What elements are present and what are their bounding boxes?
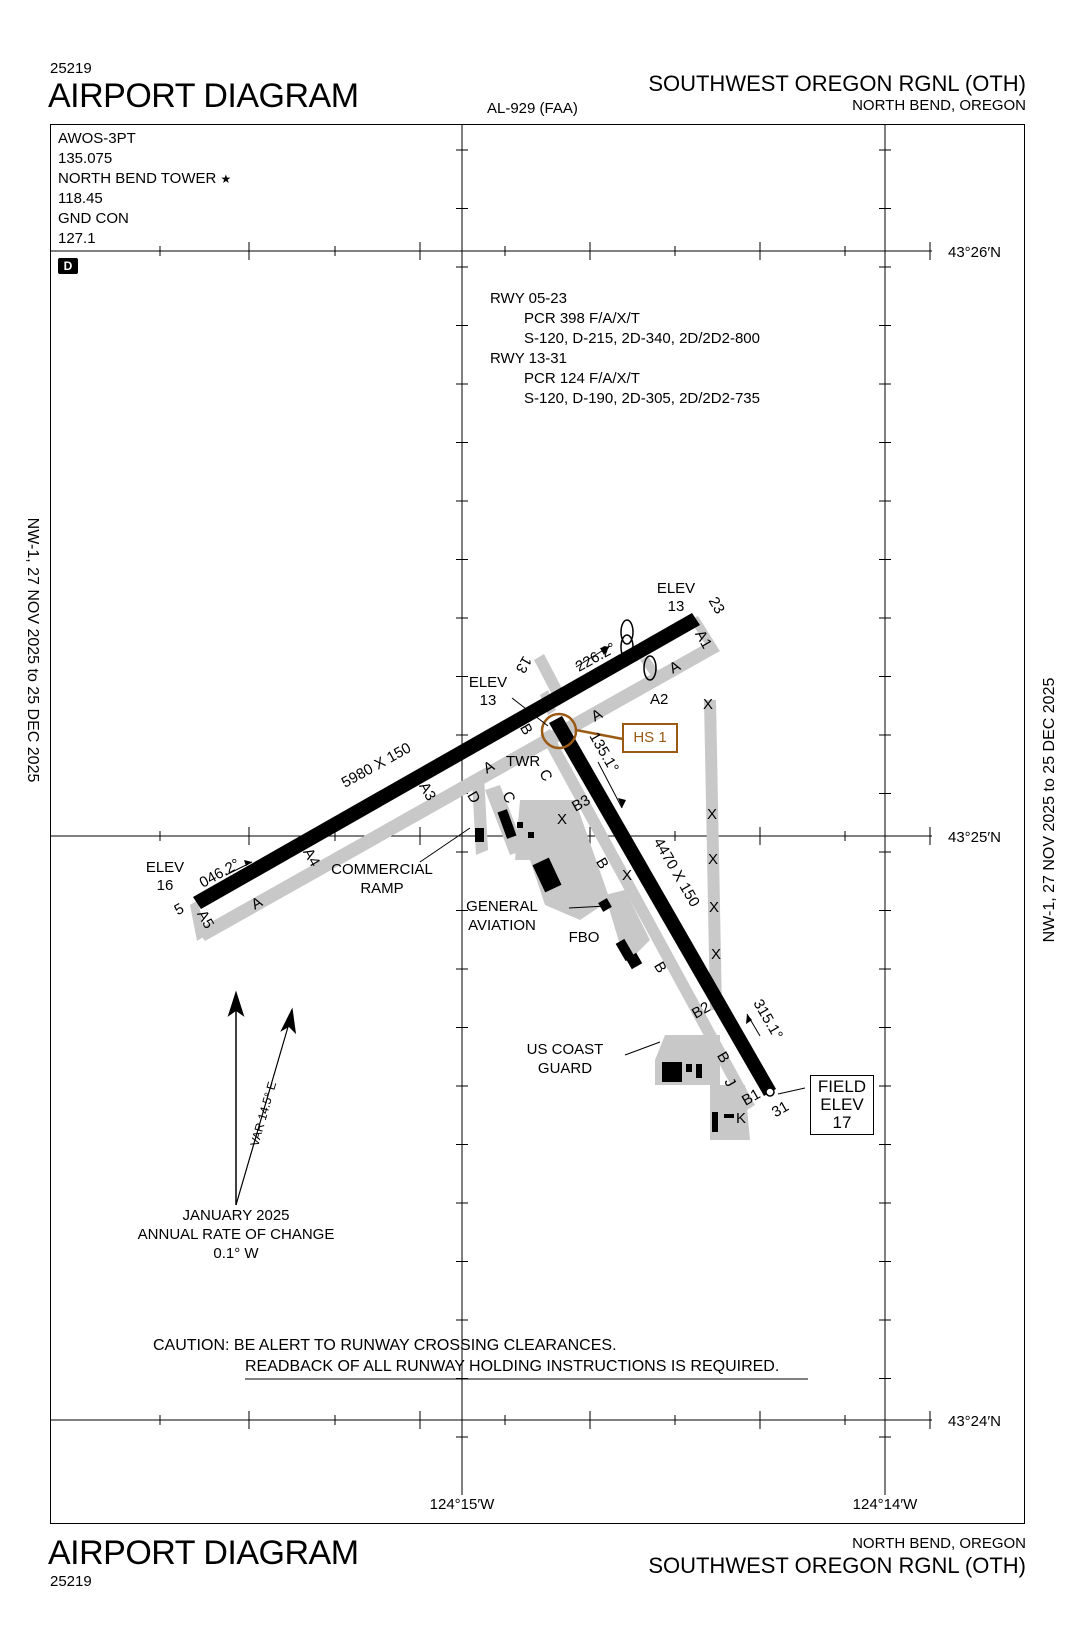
north-arrow bbox=[227, 990, 297, 1206]
taxiway-a2-label: A2 bbox=[650, 691, 669, 708]
rwy-0523-weights: S-120, D-215, 2D-340, 2D/2D2-800 bbox=[524, 330, 760, 347]
general-aviation-line1: GENERAL bbox=[466, 898, 538, 915]
lat-25-label: 43°25′N bbox=[948, 829, 1002, 846]
taxiway-k-label: K bbox=[736, 1110, 747, 1127]
rwy-1331-weights: S-120, D-190, 2D-305, 2D/2D2-735 bbox=[524, 390, 760, 407]
tower-label: NORTH BEND TOWER ★ bbox=[58, 170, 232, 187]
runways bbox=[193, 613, 776, 1096]
runway-13-31 bbox=[549, 716, 776, 1096]
closed-x-b3: X bbox=[557, 811, 568, 828]
tower-frequency: 118.45 bbox=[58, 190, 103, 207]
rate-of-change-value: 0.1° W bbox=[213, 1245, 259, 1262]
closed-x-4: X bbox=[709, 899, 720, 916]
tower-label-twr: TWR bbox=[506, 753, 541, 770]
caution-line2: READBACK OF ALL RUNWAY HOLDING INSTRUCTI… bbox=[245, 1358, 780, 1375]
city-bottom: NORTH BEND, OREGON bbox=[852, 1535, 1026, 1552]
hot-spot-hs1-label: HS 1 bbox=[622, 723, 678, 753]
closed-x-3: X bbox=[708, 851, 719, 868]
lat-26-label: 43°26′N bbox=[948, 244, 1002, 261]
awos-label: AWOS-3PT bbox=[58, 130, 136, 147]
hot-spot-hs1 bbox=[540, 712, 629, 750]
field-elev-line1: FIELD bbox=[817, 1077, 867, 1096]
arrowheads bbox=[244, 646, 752, 1024]
rwy-1331-pcr: PCR 124 F/A/X/T bbox=[524, 370, 640, 387]
procedure-number: AL-929 (FAA) bbox=[487, 100, 578, 117]
elev-13-label: ELEV bbox=[468, 674, 508, 691]
chart-title-top: AIRPORT DIAGRAM bbox=[48, 77, 359, 115]
lat-24-label: 43°24′N bbox=[948, 1413, 1002, 1430]
commercial-ramp-line1: COMMERCIAL bbox=[331, 861, 433, 878]
rate-of-change-date: JANUARY 2025 bbox=[182, 1207, 290, 1224]
chart-title-bottom: AIRPORT DIAGRAM bbox=[48, 1534, 359, 1572]
field-elevation-box: FIELD ELEV 17 bbox=[810, 1075, 874, 1135]
hold-ovals bbox=[620, 619, 657, 681]
field-elev-line2: ELEV bbox=[820, 1094, 864, 1114]
tower-star-icon: ★ bbox=[220, 172, 232, 186]
elev-5-label: ELEV bbox=[145, 859, 185, 876]
taxiways bbox=[190, 616, 755, 1140]
closed-x-2: X bbox=[707, 806, 718, 823]
rwy-0523-pcr: PCR 398 F/A/X/T bbox=[524, 310, 640, 327]
fbo-label: FBO bbox=[568, 929, 600, 946]
awos-frequency: 135.075 bbox=[58, 150, 113, 167]
closed-x-1: X bbox=[703, 696, 714, 713]
chart-code-bottom: 25219 bbox=[50, 1573, 92, 1590]
us-coast-guard-line2: GUARD bbox=[537, 1060, 593, 1077]
elev-5-value: 16 bbox=[156, 877, 174, 894]
elev-23-value: 13 bbox=[667, 598, 685, 615]
rwy-1331-title: RWY 13-31 bbox=[490, 350, 567, 367]
runway-05-23 bbox=[193, 613, 700, 909]
closed-x-mid: X bbox=[622, 867, 633, 884]
airport-name-bottom: SOUTHWEST OREGON RGNL (OTH) bbox=[648, 1553, 1026, 1578]
leader-lines bbox=[225, 645, 806, 1095]
ground-label: GND CON bbox=[58, 210, 129, 227]
lon-14-label: 124°14′W bbox=[852, 1496, 918, 1513]
rate-of-change-title: ANNUAL RATE OF CHANGE bbox=[137, 1226, 335, 1243]
field-elev-value: 17 bbox=[832, 1112, 852, 1132]
lon-15-label: 124°15′W bbox=[429, 1496, 495, 1513]
field-elev-marker bbox=[765, 1087, 775, 1097]
closed-x-5: X bbox=[711, 946, 722, 963]
lat-lon-grid bbox=[50, 124, 932, 1495]
city-top: NORTH BEND, OREGON bbox=[852, 97, 1026, 114]
elev-13-value: 13 bbox=[479, 692, 497, 709]
us-coast-guard-line1: US COAST bbox=[526, 1041, 604, 1058]
elev-23-label: ELEV bbox=[656, 580, 696, 597]
rwy-0523-title: RWY 05-23 bbox=[490, 290, 567, 307]
ground-frequency: 127.1 bbox=[58, 230, 96, 247]
chart-code-top: 25219 bbox=[50, 60, 92, 77]
airspace-d-badge: D bbox=[58, 258, 78, 274]
general-aviation-line2: AVIATION bbox=[468, 917, 536, 934]
buildings bbox=[475, 809, 734, 1132]
diagram-frame bbox=[50, 124, 1025, 1524]
commercial-ramp-line2: RAMP bbox=[360, 880, 404, 897]
caution-line1: CAUTION: BE ALERT TO RUNWAY CROSSING CLE… bbox=[153, 1337, 617, 1354]
airport-name-top: SOUTHWEST OREGON RGNL (OTH) bbox=[648, 71, 1026, 96]
